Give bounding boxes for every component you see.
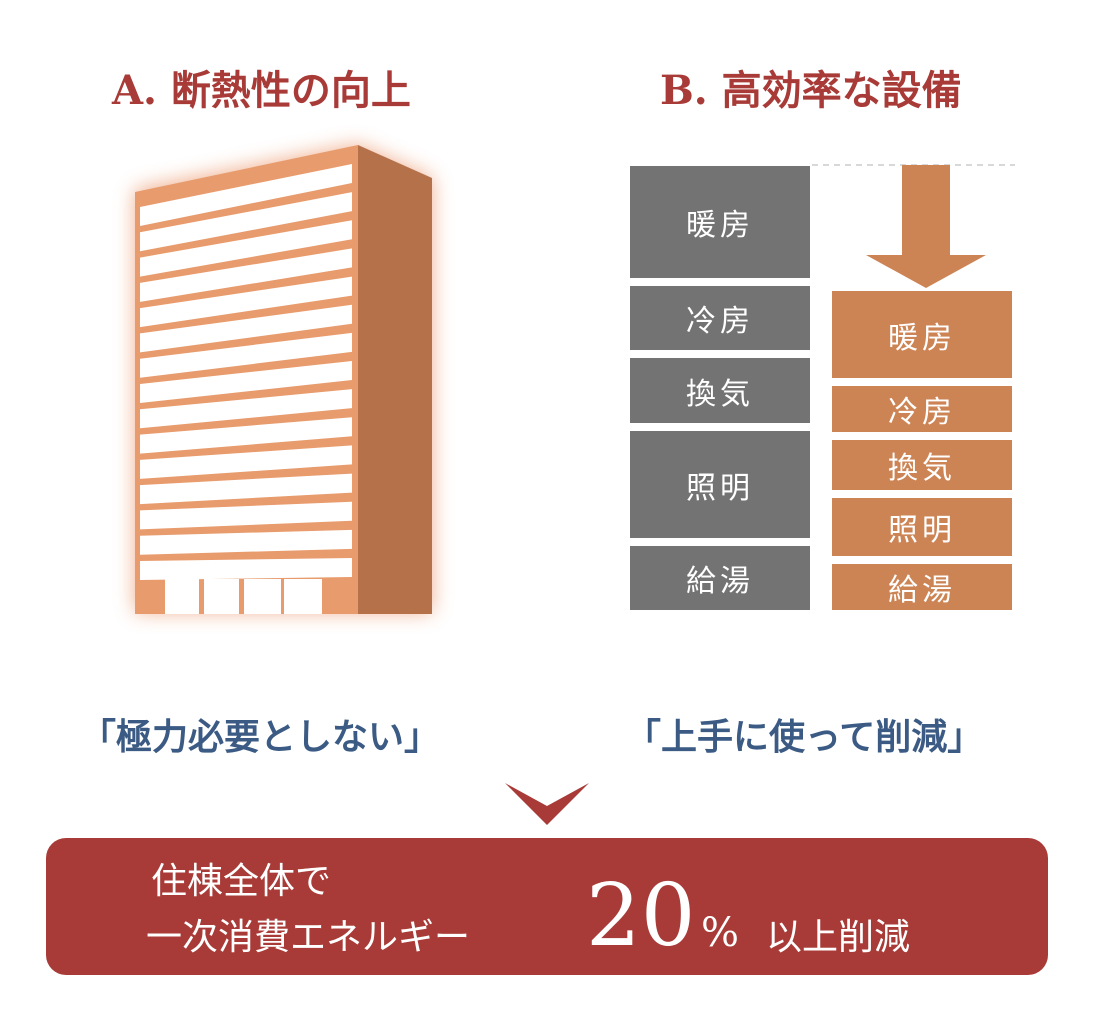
quote-equipment: 「上手に使って削減」 bbox=[625, 716, 984, 758]
window-stripe bbox=[140, 473, 352, 505]
window-stripe bbox=[140, 445, 352, 479]
quote-insulation: 「極力必要としない」 bbox=[80, 716, 441, 758]
reduction-arrow-icon bbox=[866, 165, 986, 288]
after-hot-water: 給湯 bbox=[832, 564, 1012, 610]
heading-equipment: B. 高効率な設備 bbox=[660, 67, 962, 114]
before-heating: 暖房 bbox=[630, 166, 810, 278]
building-windows bbox=[140, 164, 352, 580]
after-cooling: 冷房 bbox=[832, 386, 1012, 432]
banner-line2: 一次消費エネルギー bbox=[146, 917, 471, 958]
window-stripe bbox=[140, 417, 352, 454]
window-stripe bbox=[140, 304, 352, 353]
window-stripe bbox=[140, 529, 352, 555]
entrance-window bbox=[165, 579, 199, 614]
entrance-window bbox=[284, 579, 322, 614]
before-lighting: 照明 bbox=[630, 431, 810, 538]
window-stripe bbox=[140, 389, 352, 429]
banner-line1: 住棟全体で bbox=[151, 861, 332, 902]
window-stripe bbox=[140, 192, 352, 252]
entrance-window bbox=[244, 579, 281, 614]
building-side bbox=[358, 145, 432, 614]
window-stripe bbox=[140, 220, 352, 277]
building-entrance bbox=[165, 579, 322, 614]
banner-number: 20 bbox=[586, 866, 696, 966]
window-stripe bbox=[140, 248, 352, 302]
banner-percent: % bbox=[701, 910, 740, 956]
after-ventilation: 換気 bbox=[832, 440, 1012, 490]
window-stripe bbox=[140, 332, 352, 378]
window-stripe bbox=[140, 558, 352, 580]
window-stripe bbox=[140, 164, 352, 226]
before-ventilation: 換気 bbox=[630, 358, 810, 423]
window-stripe bbox=[140, 361, 352, 403]
chevron-down-icon bbox=[505, 783, 589, 825]
building-illustration bbox=[135, 145, 1015, 614]
result-banner: 住棟全体で 一次消費エネルギー 20 % 以上削減 bbox=[46, 838, 1048, 975]
after-lighting: 照明 bbox=[832, 498, 1012, 556]
entrance-window bbox=[204, 579, 239, 614]
heading-insulation: A. 断熱性の向上 bbox=[112, 67, 411, 114]
window-stripe bbox=[140, 501, 352, 530]
window-stripe bbox=[140, 276, 352, 328]
banner-suffix: 以上削減 bbox=[766, 917, 911, 958]
before-cooling: 冷房 bbox=[630, 286, 810, 350]
after-heating: 暖房 bbox=[832, 291, 1012, 378]
before-hot-water: 給湯 bbox=[630, 546, 810, 610]
